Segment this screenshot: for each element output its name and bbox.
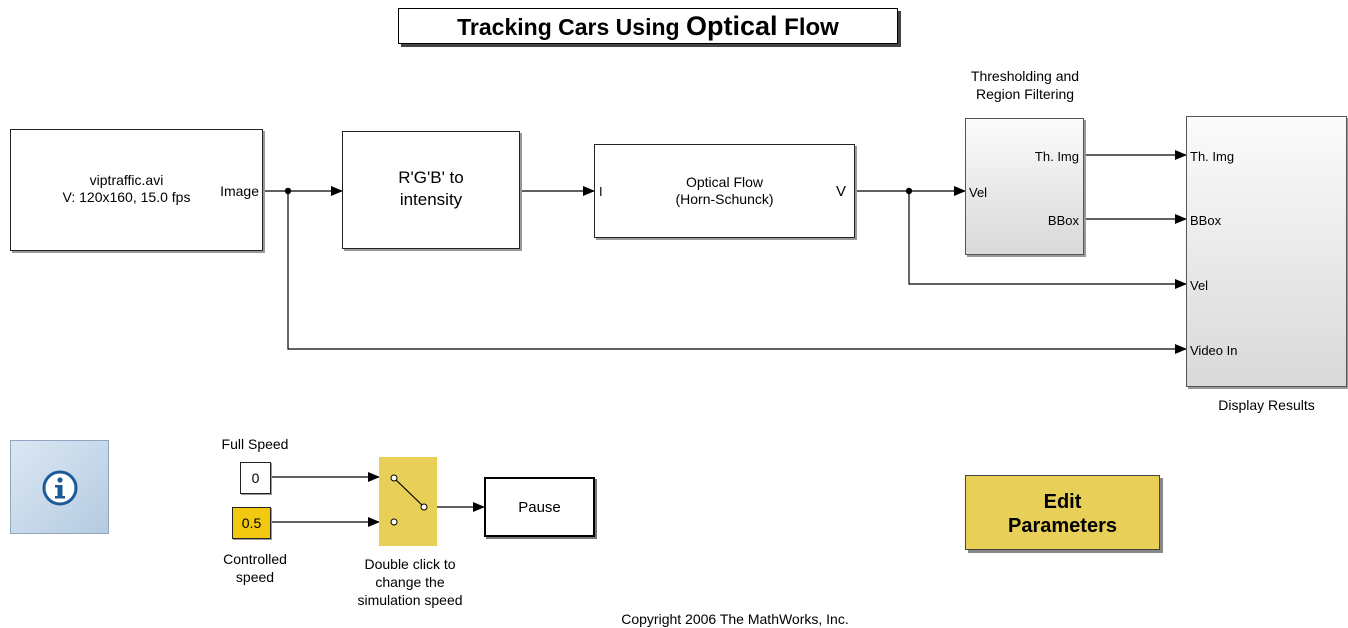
thresholding-label-1: Thresholding and [970, 68, 1080, 84]
info-icon [42, 470, 78, 506]
full-speed-constant[interactable]: 0 [240, 462, 271, 494]
thresholding-port-vel: Vel [969, 185, 988, 200]
switch-label-3: simulation speed [357, 592, 463, 608]
controlled-speed-constant[interactable]: 0.5 [232, 507, 271, 539]
optical-flow-label-1: Optical Flow [685, 174, 764, 190]
thresholding-label: Thresholding and Region Filtering [940, 67, 1110, 103]
switch-label-1: Double click to [364, 556, 456, 572]
video-source-filename: viptraffic.avi [89, 172, 164, 188]
display-port-thimg: Th. Img [1190, 149, 1235, 164]
wire-flow-to-vel [908, 191, 1187, 289]
switch-label: Double click to change the simulation sp… [325, 555, 495, 609]
edit-parameters-label-1: Edit [1043, 491, 1082, 513]
branch-point-flow [905, 187, 913, 195]
video-source-info: V: 120x160, 15.0 fps [62, 189, 191, 205]
thresholding-label-2: Region Filtering [975, 86, 1075, 102]
title-text-flow: Flow [777, 14, 839, 41]
title-text: Tracking Cars Using [457, 14, 686, 40]
info-block[interactable] [10, 440, 109, 534]
display-port-bbox: BBox [1190, 213, 1222, 228]
pause-block[interactable]: Pause [484, 477, 595, 537]
pause-label: Pause [518, 499, 561, 516]
full-speed-label: Full Speed [221, 436, 289, 452]
display-port-vel: Vel [1190, 278, 1209, 293]
controlled-speed-label: Controlled speed [200, 550, 310, 586]
branch-point-image [284, 187, 292, 195]
video-source-port-image: Image [220, 183, 259, 199]
color-convert-label-2: intensity [399, 190, 463, 209]
display-results-block[interactable]: Th. Img BBox Vel Video In [1186, 116, 1347, 387]
thresholding-port-bbox: BBox [1047, 213, 1079, 228]
display-port-video-in: Video In [1190, 343, 1238, 358]
thresholding-block[interactable]: Vel Th. Img BBox [965, 118, 1084, 255]
controlled-speed-label-2: speed [235, 569, 275, 585]
edit-parameters-label-2: Parameters [1008, 515, 1117, 537]
controlled-speed-value: 0.5 [241, 515, 262, 531]
color-convert-label-1: R'G'B' to [398, 168, 464, 187]
switch-label-2: change the [375, 574, 445, 590]
video-source-block[interactable]: viptraffic.avi V: 120x160, 15.0 fps Imag… [10, 129, 263, 251]
optical-flow-block[interactable]: Optical Flow (Horn-Schunck) I V [594, 144, 855, 238]
edit-parameters-button[interactable]: Edit Parameters [965, 475, 1160, 550]
title-text-optical: Optical [685, 11, 778, 41]
optical-flow-port-v: V [835, 183, 846, 200]
controlled-speed-label-1: Controlled [223, 551, 287, 567]
wire-image-to-video-in [287, 191, 1187, 354]
optical-flow-port-i: I [599, 184, 603, 199]
diagram-title: Tracking Cars Using Optical Flow [398, 8, 898, 44]
copyright-text: Copyright 2006 The MathWorks, Inc. [621, 611, 849, 627]
switch-icon [390, 474, 428, 526]
full-speed-value: 0 [251, 470, 260, 486]
optical-flow-label-2: (Horn-Schunck) [675, 191, 774, 207]
manual-switch-block[interactable] [379, 457, 437, 546]
display-results-label: Display Results [1218, 397, 1315, 413]
thresholding-port-thimg: Th. Img [1034, 149, 1079, 164]
color-convert-block[interactable]: R'G'B' to intensity [342, 131, 520, 249]
